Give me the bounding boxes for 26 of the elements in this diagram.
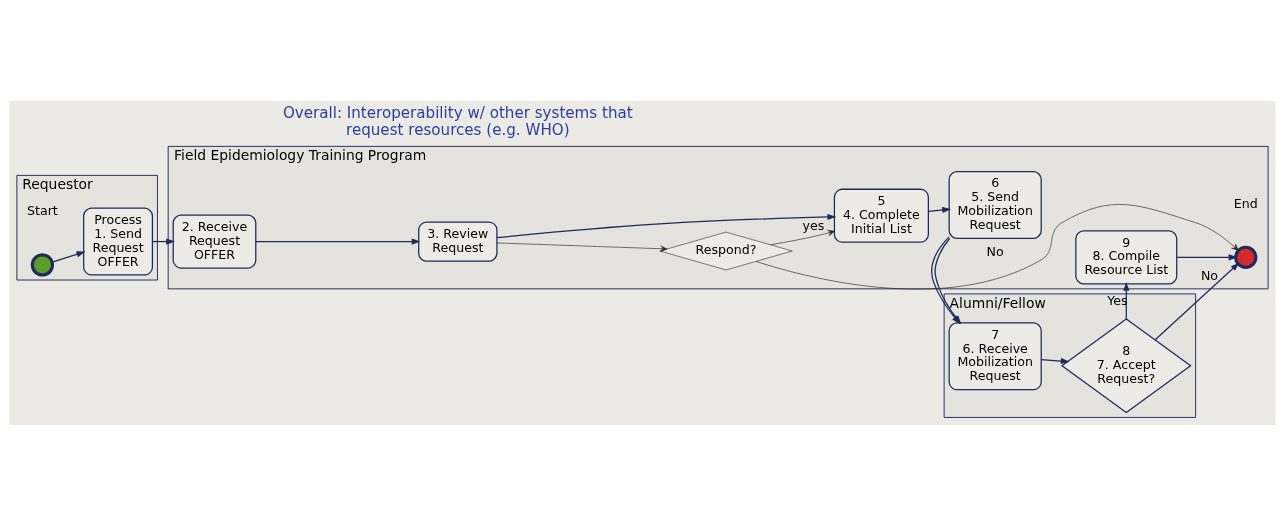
arrow xyxy=(255,237,421,245)
edge-label: No xyxy=(1200,267,1219,283)
node-box: 2. Receive Request OFFER xyxy=(172,213,257,269)
arrow xyxy=(770,229,835,245)
node-label: Start xyxy=(27,202,58,218)
label: Overall: Interoperability w/ other systems that request resources (e.g. WHO) xyxy=(282,103,633,139)
node-box: 5 4. Complete Initial List xyxy=(833,188,929,243)
arrow xyxy=(927,206,952,213)
arrow xyxy=(1176,253,1238,260)
arrow xyxy=(1040,357,1070,364)
arrow xyxy=(1154,262,1240,340)
node-box: Process 1. Send Request OFFER xyxy=(83,207,154,276)
edge-label: No xyxy=(986,243,1004,259)
node-circle xyxy=(1234,245,1258,269)
arrow xyxy=(51,250,86,263)
arrow xyxy=(755,203,1239,289)
node-box: 9 8. Compile Resource List xyxy=(1075,229,1178,284)
arrow xyxy=(496,242,668,252)
node-label: End xyxy=(1233,195,1258,211)
node-box: 3. Review Request xyxy=(418,220,498,262)
node-circle xyxy=(30,252,55,277)
node-box: 6 5. Send Mobilization Request xyxy=(948,170,1042,239)
edge-label: yes xyxy=(802,217,825,233)
arrow xyxy=(496,213,837,238)
node-box: 7 6. Receive Mobilization Request xyxy=(948,321,1042,390)
arrow xyxy=(1123,281,1130,320)
